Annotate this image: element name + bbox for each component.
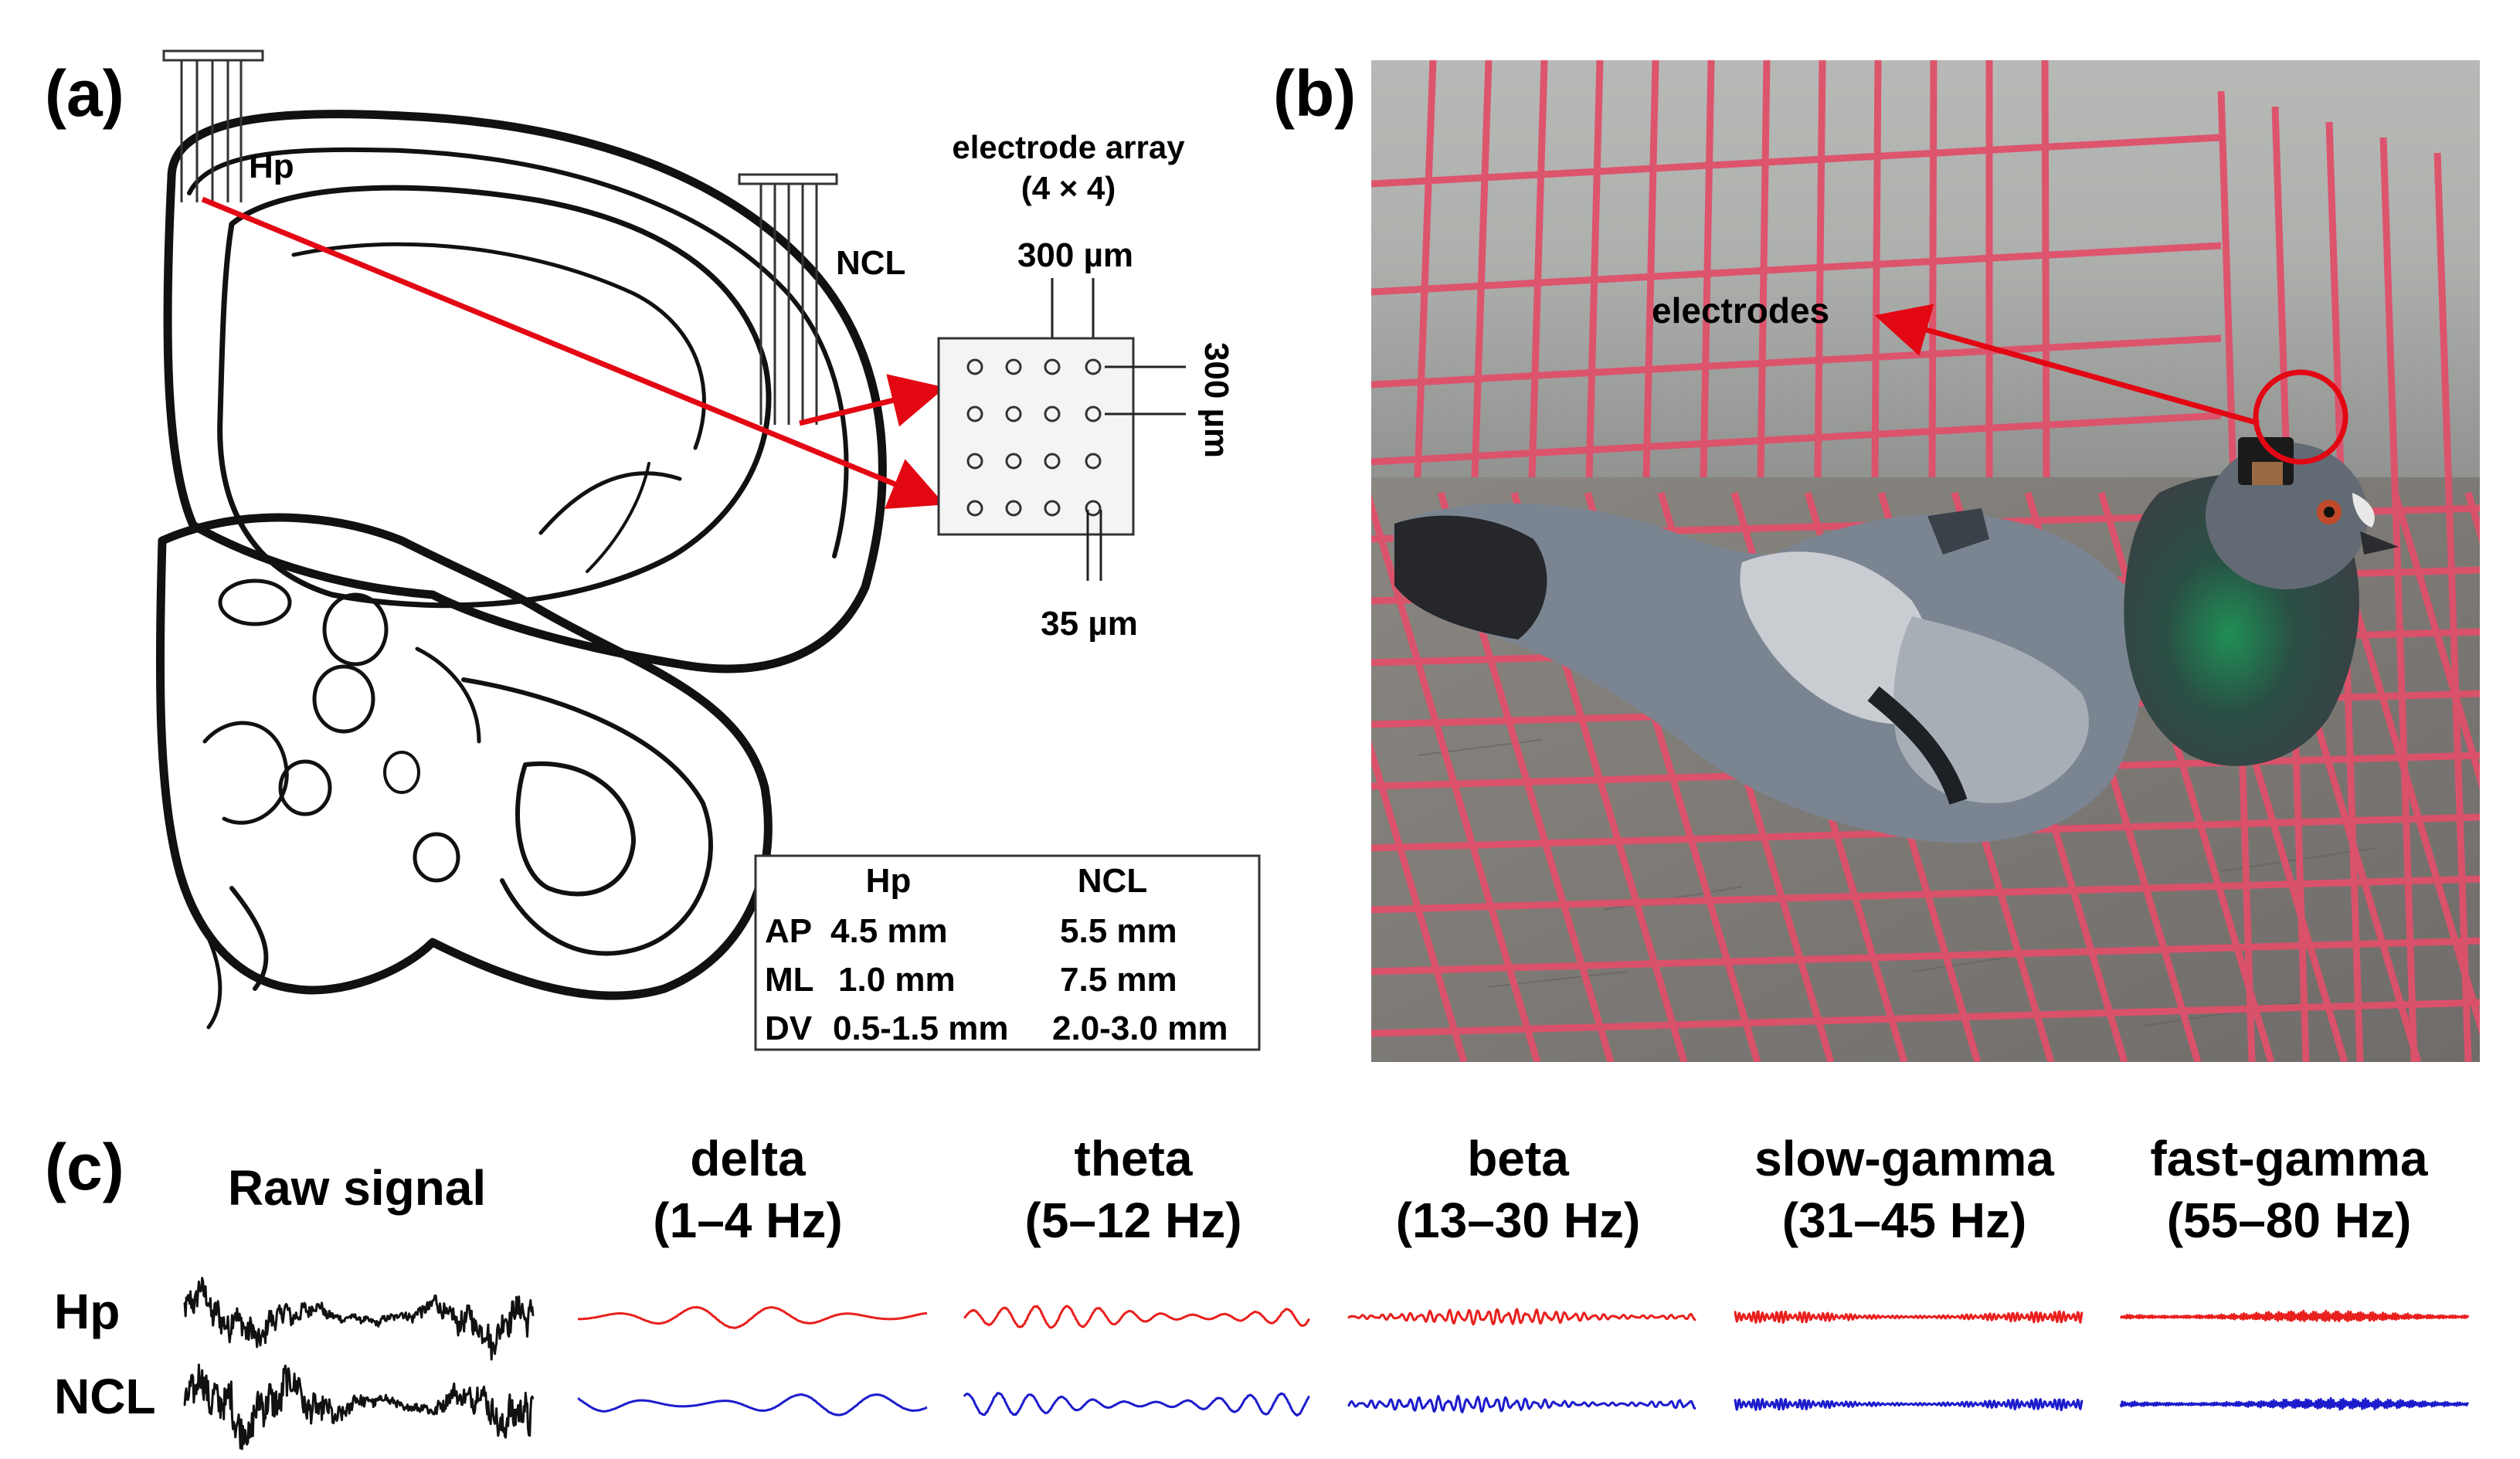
coord-header-ncl: NCL [1078,862,1147,900]
cage-wire [1414,60,1437,478]
band-title-delta: delta [690,1131,806,1186]
band-range-fast-gamma: (55–80 Hz) [2167,1193,2412,1248]
coord-row-dv-ncl: 2.0-3.0 mm [1052,1009,1228,1047]
coord-row-ap-hp: 4.5 mm [830,912,948,950]
electrode-site [1085,500,1102,517]
electrode-spacing-top-label: 300 µm [1017,236,1133,274]
electrode-site [1085,453,1102,470]
cage-wire [1371,334,2222,389]
cage-wire [1371,242,2222,296]
electrode-array-title: electrode array [952,129,1185,165]
coord-header-hp: Hp [866,862,912,900]
fast-gamma-ncl-trace [2119,1396,2470,1411]
electrode-site [1005,358,1022,375]
hp-electrode-bundle [162,49,264,202]
cage-wire [1471,60,1493,478]
electrodes-label: electrodes [1652,290,1829,331]
hp-to-array-arrow [201,196,945,510]
cage-wire [1928,60,1938,478]
band-range-delta: (1–4 Hz) [653,1193,842,1248]
row-label-ncl: NCL [54,1369,156,1424]
beta-hp-trace [1347,1308,1696,1326]
cage-wire [2391,491,2480,790]
coord-row-ap-label: AP [765,912,812,950]
panel-label-c: (c) [45,1131,124,1203]
electrode-site [966,358,983,375]
coord-row-dv-label: DV [765,1009,813,1047]
electrode-site [1085,358,1102,375]
brain-section-drawing [155,110,887,1030]
delta-hp-trace [577,1305,928,1329]
cage-wire [1371,412,2222,466]
band-range-theta: (5–12 Hz) [1025,1193,1242,1248]
electrode-site [1044,405,1061,422]
coord-row-ap-ncl: 5.5 mm [1060,912,1177,950]
coordinate-table: Hp NCL AP 4.5 mm 5.5 mm ML 1.0 mm 7.5 mm… [754,854,1261,1051]
electrode-site [966,500,983,517]
electrode-site [1044,453,1061,470]
cage-wire [1371,875,2480,914]
raw-signal-ncl-trace [183,1363,535,1451]
cage-wire [1371,134,2222,188]
panel-b: (b) [1273,57,2480,1062]
cage-wire [1585,60,1604,478]
hp-region-label: Hp [249,148,294,185]
band-title-beta: beta [1467,1131,1569,1186]
ncl-region-label: NCL [836,244,905,282]
slow-gamma-hp-trace [1734,1310,2084,1324]
coord-row-ml-ncl: 7.5 mm [1060,961,1177,999]
cage-wire [1371,937,2480,975]
electrode-array: electrode array (4 × 4) 300 µm 300 µm 35… [937,129,1235,643]
electrode-site [1044,358,1061,375]
theta-hp-trace [963,1305,1310,1329]
row-label-hp: Hp [54,1284,120,1339]
coord-row-ml-hp: 1.0 mm [838,961,956,999]
slow-gamma-ncl-trace [1734,1397,2084,1412]
fast-gamma-hp-trace [2119,1309,2470,1322]
electrode-site [1005,453,1022,470]
raw-signal-title: Raw signal [228,1160,486,1216]
band-titles: delta (1–4 Hz) theta (5–12 Hz) beta (13–… [653,1131,2428,1248]
cage-wire [1528,60,1548,478]
electrode-diameter-label: 35 µm [1041,605,1138,643]
electrode-site [1005,500,1022,517]
cage-wire [1700,60,1715,478]
electrode-site [1085,405,1102,422]
cage-wire [2041,60,2050,478]
electrode-spacing-side-label: 300 µm [1197,342,1235,458]
band-range-slow-gamma: (31–45 Hz) [1782,1193,2027,1248]
coord-row-ml-label: ML [765,961,814,999]
pigeon-photo [1371,60,2480,1062]
panel-a: (a) [45,49,1261,1051]
cage-wire [1642,60,1659,478]
electrode-site [966,405,983,422]
cage-wire [2379,137,2418,1062]
band-title-theta: theta [1075,1131,1193,1186]
coord-row-dv-hp: 0.5-1.5 mm [833,1009,1008,1047]
band-range-beta: (13–30 Hz) [1396,1193,1641,1248]
cage-wire [1871,60,1882,478]
theta-ncl-trace [963,1392,1311,1417]
ncl-to-array-arrow [799,374,946,427]
electrodes-pointer-arrow [1874,304,2260,426]
ncl-electrode-bundle [738,173,838,425]
electrode-site [1044,500,1061,517]
delta-ncl-trace [577,1393,928,1417]
pigeon [1393,437,2399,843]
band-title-fast-gamma: fast-gamma [2150,1131,2428,1186]
electrode-site [1005,405,1022,422]
electrode-site [966,453,983,470]
electrode-array-size: (4 × 4) [1021,170,1116,206]
panel-label-a: (a) [45,57,124,130]
signal-traces [183,1277,2470,1451]
raw-signal-hp-trace [183,1277,535,1361]
beta-ncl-trace [1347,1394,1696,1413]
cage-wire [2433,152,2472,1062]
cage-wire [1371,999,2480,1037]
electrode-highlight-circle [2253,369,2348,465]
band-title-slow-gamma: slow-gamma [1754,1131,2054,1186]
panel-c: (c) Raw signal delta (1–4 Hz) theta (5–1… [45,1131,2470,1451]
panel-label-b: (b) [1273,57,1356,130]
